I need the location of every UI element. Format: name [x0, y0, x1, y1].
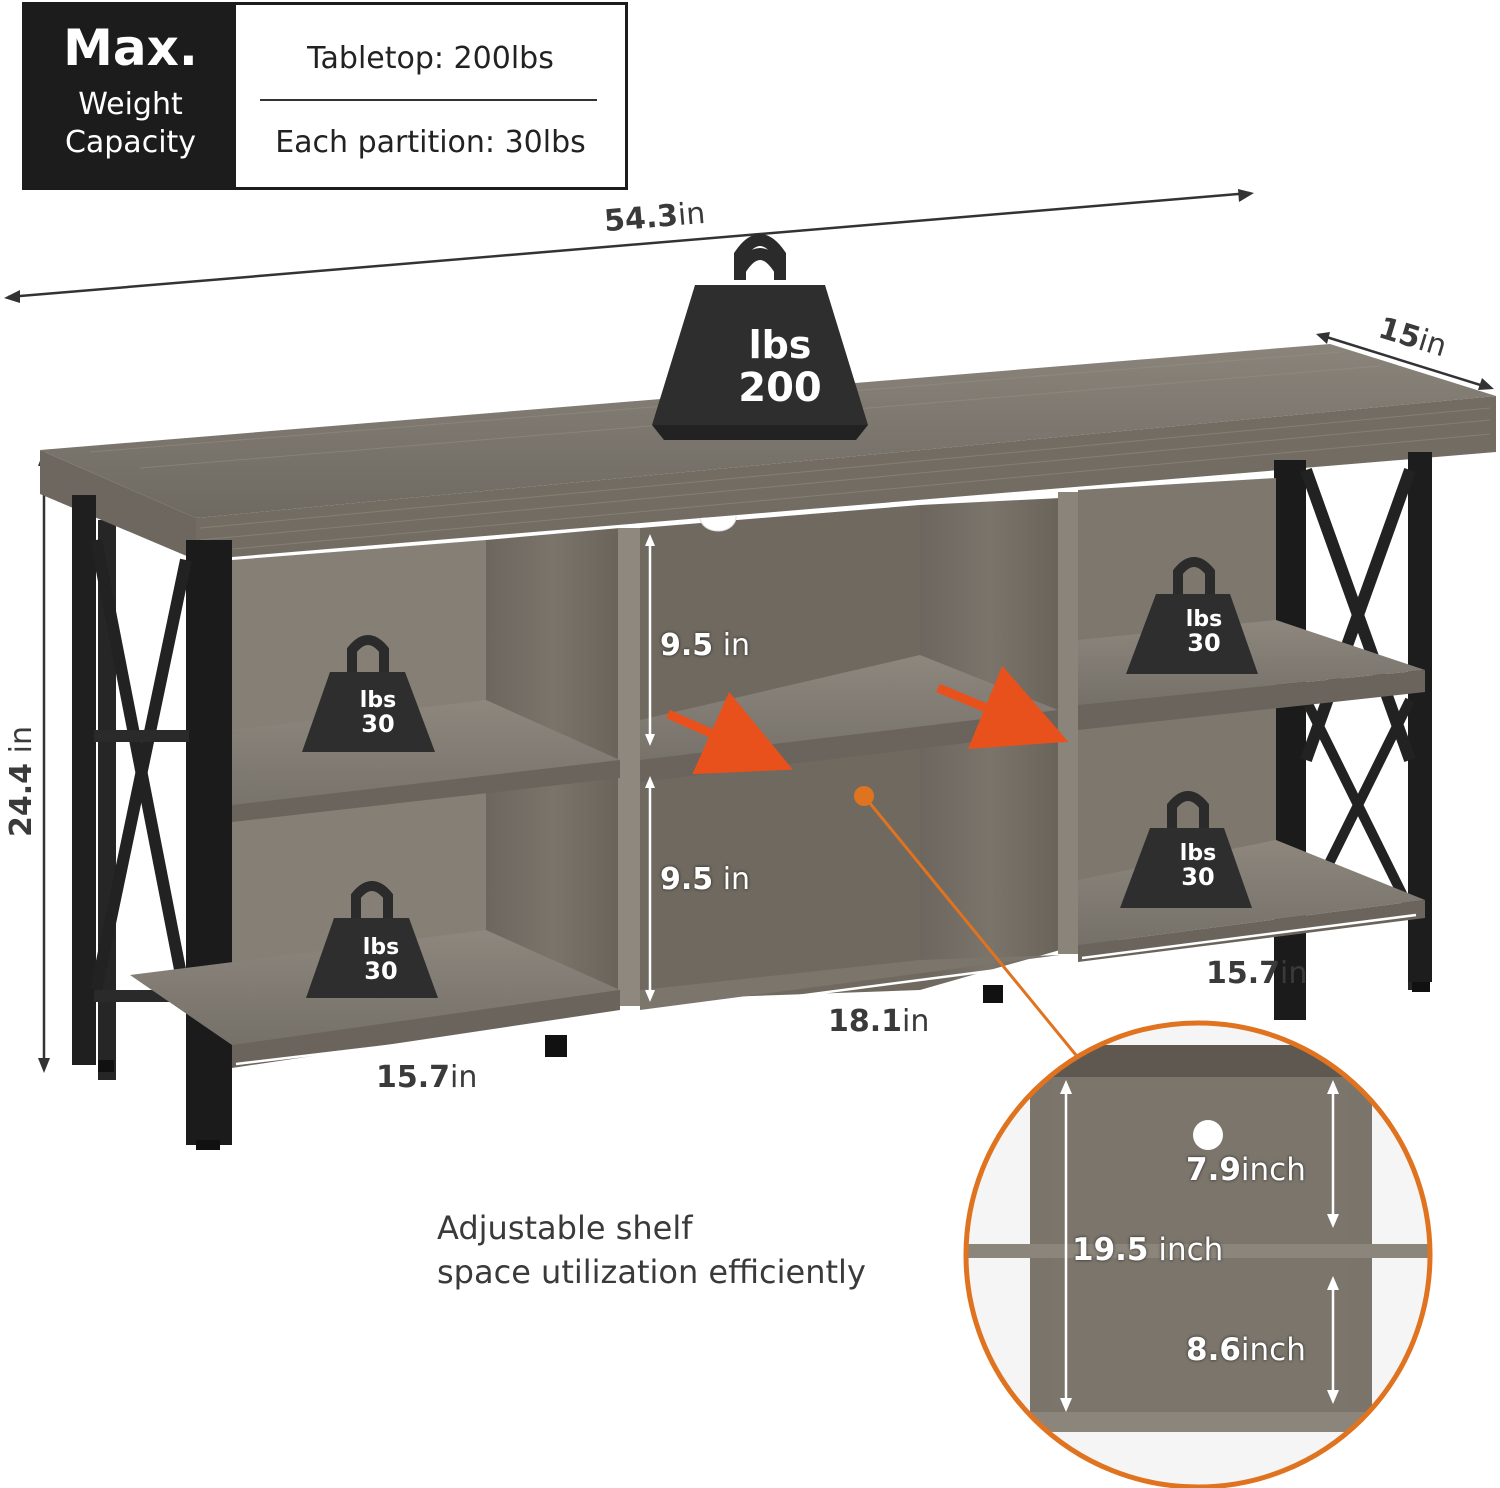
bay-width-arrows [235, 913, 1417, 1066]
shelf-upper-value: 9.5 [660, 628, 714, 663]
zoom-top-gap-value: 7.9 [1186, 1152, 1241, 1188]
partition-capacity: Each partition: 30lbs [275, 125, 586, 160]
zoom-bottom-gap-label: 8.6inch [1186, 1332, 1306, 1368]
zoom-top-gap-unit: inch [1240, 1152, 1306, 1188]
weight-right-lower-icon [1120, 791, 1252, 908]
caption-line-1: Adjustable shelf [437, 1209, 693, 1247]
zoom-circle-border [963, 1020, 1433, 1488]
capacity-label: Capacity [64, 125, 197, 160]
weight-left-lower-label: lbs 30 [343, 935, 419, 985]
height-dimension-line [38, 450, 50, 1073]
shelf-lower-label: 9.5 in [660, 862, 750, 897]
zoom-bottom-gap-value: 8.6 [1186, 1332, 1241, 1368]
width-value: 54.3 [602, 198, 680, 240]
weight-label: Weight [78, 87, 183, 122]
right-bay-label: 15.7in [1206, 956, 1307, 991]
weight-top-icon [652, 234, 868, 440]
max-label: Max. [63, 19, 198, 77]
left-bay-value: 15.7 [376, 1060, 451, 1095]
weight-top-value: 200 [738, 365, 822, 411]
weight-right-upper-label: lbs 30 [1166, 607, 1242, 657]
weight-right-lower-label: lbs 30 [1160, 841, 1236, 891]
adjustable-shelf-caption: Adjustable shelf space utilization effic… [437, 1206, 866, 1294]
shelf-height-arrows [645, 534, 655, 1002]
zoom-total-label: 19.5 inch [1072, 1232, 1223, 1268]
middle-bay-value: 18.1 [828, 1004, 903, 1039]
capacity-divider [260, 99, 597, 101]
weight-left-upper-label: lbs 30 [340, 688, 416, 738]
weight-right-upper-unit: lbs [1185, 607, 1223, 632]
weight-right-upper-icon [1126, 557, 1258, 674]
left-x-frame [72, 495, 232, 1150]
tabletop-capacity: Tabletop: 200lbs [307, 41, 554, 76]
height-label: 24.4 in [4, 726, 39, 837]
zoom-total-unit: inch [1158, 1232, 1224, 1268]
zoom-connector [854, 786, 1082, 1061]
zoom-total-value: 19.5 [1072, 1232, 1149, 1268]
adjust-arrows [666, 665, 1069, 775]
weight-capacity-panel: Max. Weight Capacity Tabletop: 200lbs Ea… [22, 2, 628, 190]
middle-bay-unit: in [902, 1004, 930, 1039]
right-bay-value: 15.7 [1206, 956, 1281, 991]
right-x-frame [1274, 452, 1432, 1020]
middle-bay-label: 18.1in [828, 1004, 929, 1039]
weight-right-lower-unit: lbs [1179, 841, 1217, 866]
capacity-heading: Max. Weight Capacity [25, 5, 236, 187]
depth-dimension-line [1316, 332, 1494, 390]
left-bay-label: 15.7in [376, 1060, 477, 1095]
zoom-bottom-gap-unit: inch [1240, 1332, 1306, 1368]
zoom-top-gap-label: 7.9inch [1186, 1152, 1306, 1188]
weight-right-lower-value: 30 [1181, 863, 1215, 891]
left-bay-unit: in [450, 1060, 478, 1095]
capacity-values: Tabletop: 200lbs Each partition: 30lbs [236, 5, 625, 187]
height-value: 24.4 [3, 762, 39, 837]
weight-left-upper-value: 30 [361, 710, 395, 738]
shelf-lower-value: 9.5 [660, 862, 714, 897]
zoom-detail [966, 1023, 1430, 1487]
weight-right-upper-value: 30 [1187, 629, 1221, 657]
width-dimension-line [4, 189, 1254, 303]
weight-left-lower-icon [306, 881, 438, 998]
right-bay-unit: in [1280, 956, 1308, 991]
weight-left-upper-unit: lbs [359, 688, 397, 713]
shelf-lower-unit: in [722, 862, 751, 897]
width-unit: in [676, 195, 707, 233]
weight-top-unit: lbs [748, 323, 812, 367]
weight-left-lower-unit: lbs [362, 935, 400, 960]
height-unit: in [3, 726, 39, 754]
shelf-upper-label: 9.5 in [660, 628, 750, 663]
weight-top-label: lbs 200 [724, 326, 836, 408]
shelf-upper-unit: in [722, 628, 751, 663]
weight-left-upper-icon [302, 635, 435, 752]
caption-line-2: space utilization efficiently [437, 1253, 866, 1291]
weight-left-lower-value: 30 [364, 957, 398, 985]
